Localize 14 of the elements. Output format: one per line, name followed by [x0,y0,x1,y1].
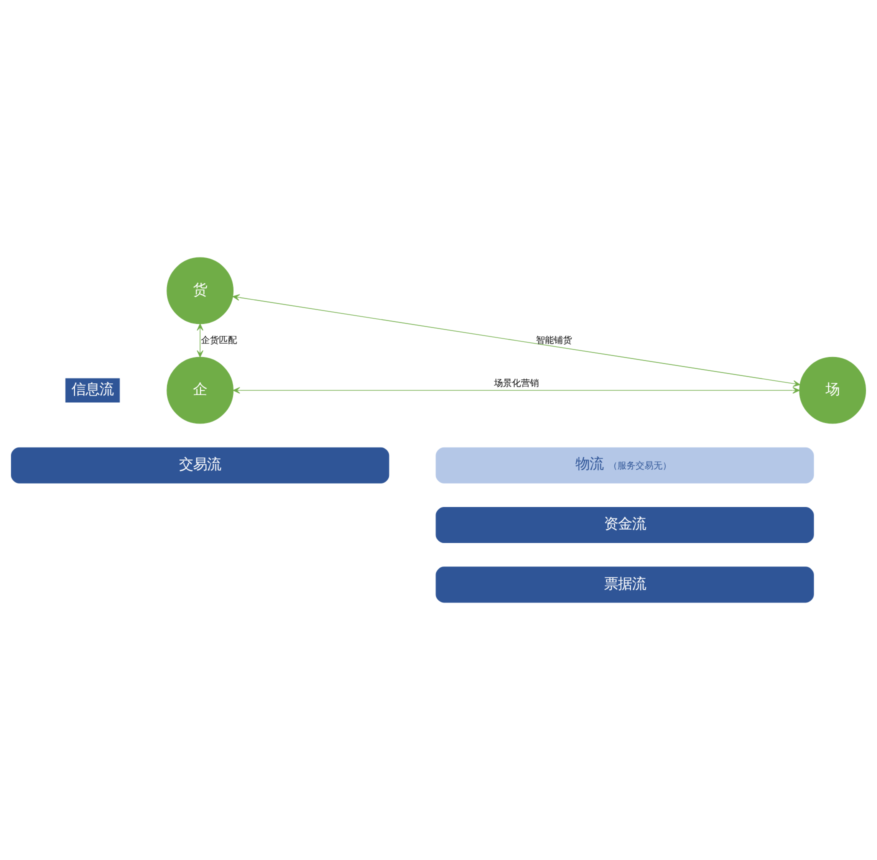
edge-label: 智能铺货 [536,334,572,346]
edge-label: 企货匹配 [201,334,238,346]
arrow [232,387,800,394]
edge-label: 场景化营销 [494,378,539,389]
node-box: 资金流 [436,507,814,544]
node-circle: 货 [166,257,234,324]
node-circle: 场 [799,356,866,424]
node-box: 交易流 [11,447,390,484]
node-box: 信息流 [65,378,120,402]
arrow [232,294,800,387]
arrow [196,324,204,358]
node-box: 票据流 [436,566,814,603]
node-circle: 企 [166,356,234,424]
node-box: 物流 （服务交易无） [436,447,814,484]
